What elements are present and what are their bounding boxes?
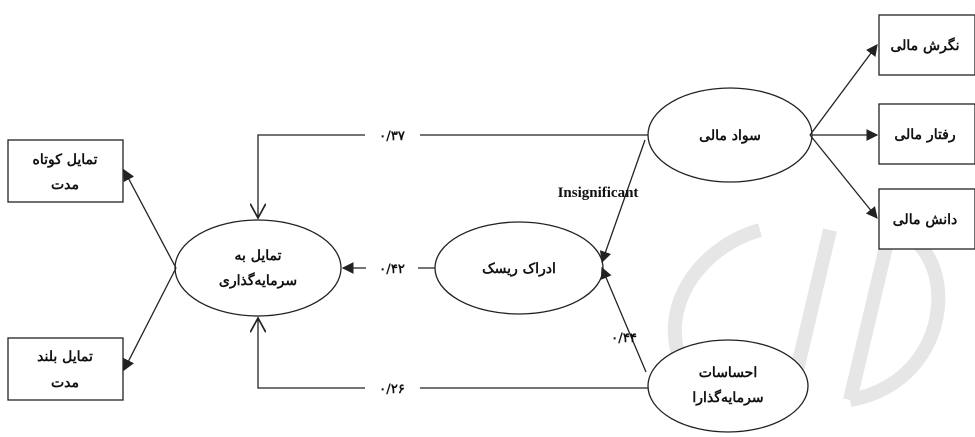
arrow-literacy-to-attitude — [809, 44, 878, 136]
coef-risk-to-intention: ۰/۴۲ — [379, 262, 405, 277]
box-long-term — [7, 337, 124, 401]
box-attitude — [878, 14, 975, 76]
label-intention-line2: سرمایه‌گذاری — [219, 272, 297, 289]
label-behavior: رفتار مالی — [894, 127, 956, 143]
arrow-intention-to-long-term — [123, 267, 177, 372]
label-short-term-line1: تمایل کوتاه — [32, 152, 97, 168]
box-knowledge — [878, 188, 975, 250]
label-intention-line1: تمایل به — [234, 248, 281, 264]
arrow-literacy-to-knowledge — [809, 134, 878, 219]
path-sentiment-to-intention-b — [258, 318, 365, 389]
ellipse-sentiment — [647, 339, 809, 433]
arrow-intention-to-short-term — [123, 168, 177, 269]
label-long-term-line2: مدت — [51, 375, 79, 391]
box-behavior — [878, 103, 975, 165]
label-risk: ادراک ریسک — [482, 261, 556, 277]
ellipse-intention — [174, 219, 342, 317]
coef-sentiment-to-risk: ۰/۴۴ — [611, 331, 637, 346]
arrow-literacy-to-risk — [599, 139, 646, 264]
label-short-term-line2: مدت — [51, 177, 79, 193]
coef-sentiment-to-intention: ۰/۲۶ — [379, 382, 405, 397]
label-long-term-line1: تمایل بلند — [37, 349, 93, 365]
coef-literacy-to-intention: ۰/۳۷ — [379, 129, 406, 144]
path-literacy-to-intention-b — [258, 134, 365, 218]
label-knowledge: دانش مالی — [893, 212, 957, 228]
label-attitude: نگرش مالی — [890, 37, 959, 54]
box-short-term — [7, 139, 124, 203]
label-literacy: سواد مالی — [699, 128, 761, 144]
label-sentiment-line2: سرمایه‌گذارا — [692, 389, 763, 406]
arrow-sentiment-to-risk — [600, 266, 647, 373]
label-sentiment-line1: احساسات — [699, 365, 757, 381]
label-insignificant: Insignificant — [558, 185, 639, 201]
